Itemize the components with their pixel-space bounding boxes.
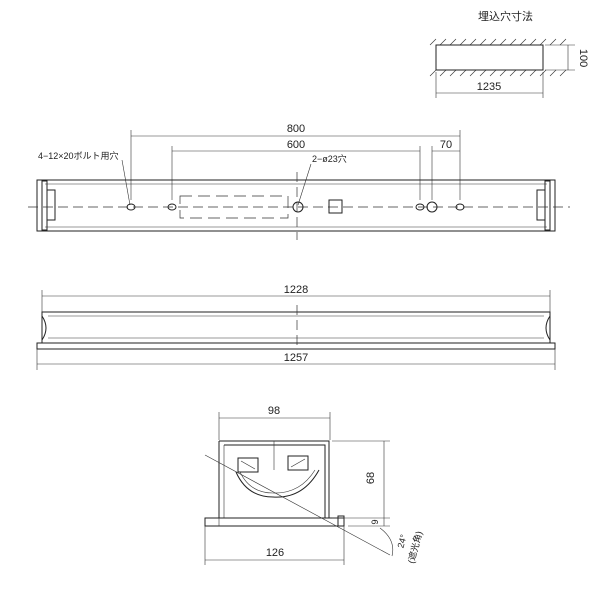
round-hole <box>292 201 304 213</box>
holes-note: 2−ø23穴 <box>312 153 347 164</box>
lamp-socket-left <box>237 457 259 473</box>
cutout-hatch-top <box>429 38 567 46</box>
section-view: 98 68 9 24° (遮光角) 126 <box>204 405 424 565</box>
cutout-detail: 埋込穴寸法 <box>429 9 589 98</box>
cutout-height-label: 100 <box>577 49 589 67</box>
cutout-hatch-bottom <box>429 69 567 77</box>
cutout-opening <box>435 44 544 71</box>
side-view: 1228 1257 <box>36 284 556 370</box>
dim-98-label: 98 <box>268 405 280 417</box>
fixture-body-top <box>36 179 556 232</box>
bolt-hole <box>455 203 465 211</box>
top-view: 800 600 70 4−12×20ボルト用穴 2−ø23穴 <box>28 123 570 240</box>
fixture-body-side <box>41 311 551 344</box>
round-hole <box>426 201 438 213</box>
lamp-socket-right <box>287 455 309 471</box>
dim-126-label: 126 <box>266 547 284 559</box>
bolt-hole <box>167 203 177 211</box>
dim-800-label: 800 <box>287 123 305 135</box>
end-cap-left <box>41 180 56 231</box>
housing-section <box>218 440 330 518</box>
cutout-width-label: 1235 <box>477 81 501 93</box>
dim-70-label: 70 <box>440 139 452 151</box>
end-cap-right <box>536 180 551 231</box>
ballast-outline <box>179 195 289 219</box>
dim-600-label: 600 <box>287 139 305 151</box>
bolt-hole <box>126 203 136 211</box>
terminal-block <box>328 199 343 214</box>
reflector <box>235 469 320 498</box>
dim-68-label: 68 <box>365 472 377 484</box>
angle-label: 24° <box>396 533 409 549</box>
dim-9-label: 9 <box>370 519 380 524</box>
angle-note: (遮光角) <box>405 530 424 565</box>
bolt-hole <box>415 203 425 211</box>
cutout-title: 埋込穴寸法 <box>478 9 533 23</box>
bolt-holes-note: 4−12×20ボルト用穴 <box>38 150 119 161</box>
dim-1228-label: 1228 <box>284 284 308 296</box>
fixture-flange-side <box>36 342 556 350</box>
shading-angle-line <box>204 454 391 556</box>
dim-1257-label: 1257 <box>284 352 308 364</box>
